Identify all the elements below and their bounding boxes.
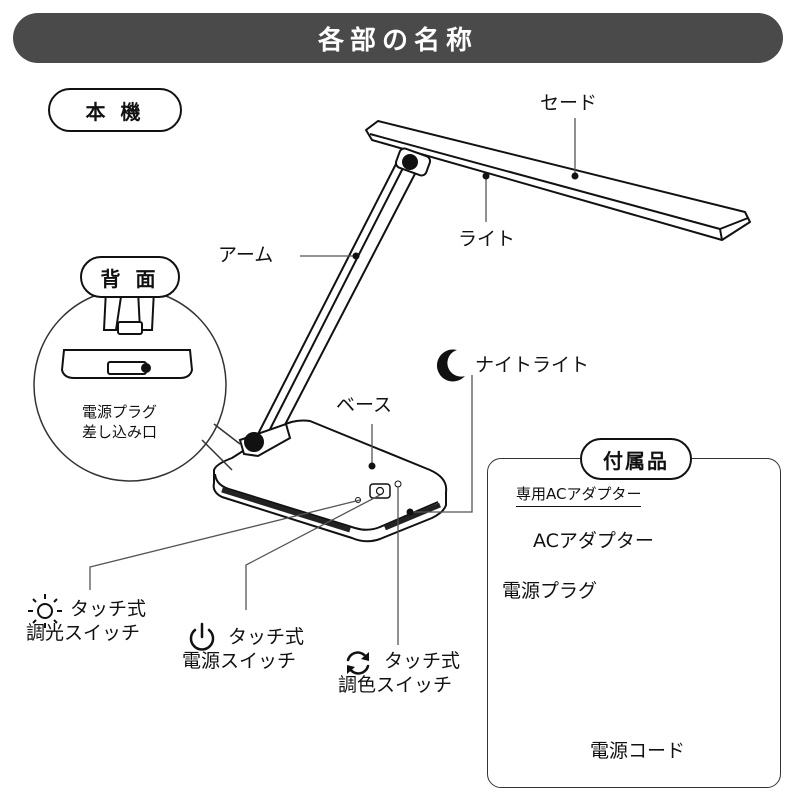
- back-view: [33, 288, 241, 482]
- label-power-inlet-line2: 差し込み口: [82, 423, 158, 442]
- label-light: ライト: [458, 228, 516, 250]
- power-icon: [189, 622, 215, 651]
- label-touch-power: タッチ式 電源スイッチ: [182, 626, 304, 674]
- label-touch-dimmer-line1: タッチ式: [70, 598, 147, 620]
- label-shade: セード: [540, 92, 598, 114]
- label-touch-power-line2: 電源スイッチ: [182, 649, 297, 672]
- label-ac-adapter: ACアダプター: [533, 530, 654, 552]
- label-touch-color-line1: タッチ式: [384, 650, 461, 672]
- back-view-badge: 背 面: [80, 256, 180, 298]
- shade: [365, 120, 751, 241]
- accessories-badge: 付属品: [580, 438, 692, 480]
- main-unit-badge: 本 機: [48, 88, 182, 132]
- touch-panel: [355, 480, 402, 503]
- accessories-panel: [487, 458, 781, 788]
- label-power-cord: 電源コード: [590, 740, 686, 762]
- label-base: ベース: [336, 394, 393, 416]
- accessories-subtitle: 専用ACアダプター: [516, 484, 642, 508]
- label-touch-power-line1: タッチ式: [228, 626, 305, 648]
- arm-bottom-joint: [238, 422, 292, 458]
- label-touch-dimmer-line2: 調光スイッチ: [26, 621, 141, 644]
- label-touch-dimmer: タッチ式 調光スイッチ: [26, 598, 146, 646]
- label-touch-color-line2: 調色スイッチ: [338, 673, 453, 696]
- label-power-plug: 電源プラグ: [502, 580, 598, 602]
- arm-top-joint: [394, 147, 432, 177]
- label-power-inlet: 電源プラグ 差し込み口: [82, 402, 157, 443]
- refresh-icon: [346, 651, 370, 675]
- label-touch-color: タッチ式 調色スイッチ: [338, 650, 460, 698]
- page-title: 各部の名称: [13, 13, 783, 63]
- label-night-light: ナイトライト: [475, 354, 590, 376]
- label-arm: アーム: [218, 244, 274, 266]
- moon-icon: [436, 349, 465, 382]
- leader-lines: [89, 118, 576, 645]
- base: [212, 419, 448, 543]
- sun-icon: [28, 594, 62, 628]
- leader-dots: [352, 172, 579, 516]
- label-power-inlet-line1: 電源プラグ: [82, 403, 158, 421]
